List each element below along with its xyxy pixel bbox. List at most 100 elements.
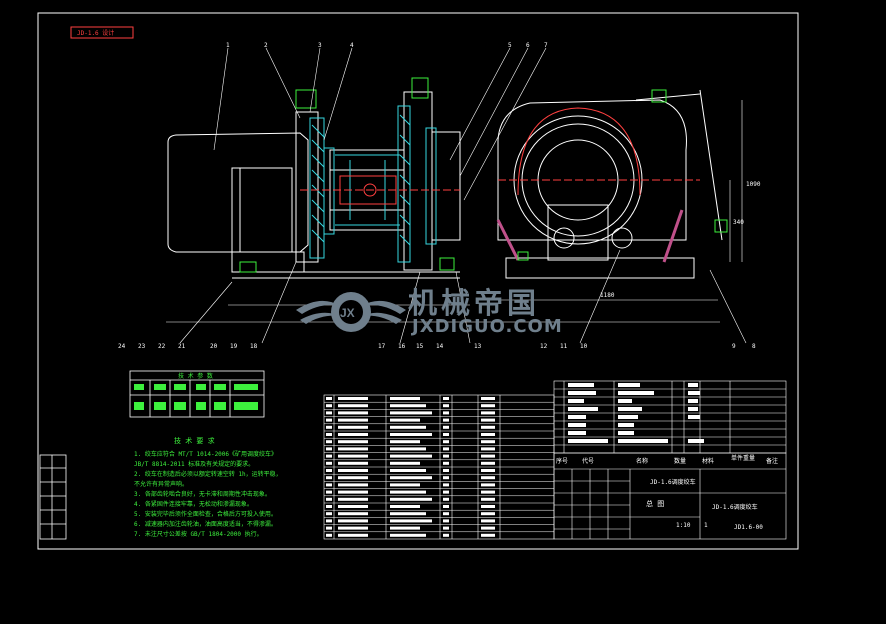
parts-cell-text xyxy=(443,490,449,494)
tech-param-table xyxy=(129,370,265,418)
tech-req-line: 1. 绞车应符合 MT/T 1014-2006《矿用调度绞车》 xyxy=(134,450,277,458)
balloon-23: 23 xyxy=(138,343,146,350)
parts-cell-text xyxy=(481,526,495,530)
balloons-top: 1 2 3 4 5 6 7 xyxy=(226,42,548,49)
parts-cell-text xyxy=(390,397,420,400)
parts-cell-text xyxy=(326,483,332,487)
parts-cell-text xyxy=(481,397,495,400)
watermark-cn: 机械帝国 xyxy=(408,286,541,320)
tech-req-line: 3. 各部齿轮啮合良好，无卡滞和周期性冲击现象。 xyxy=(134,490,271,498)
parts-cell-text xyxy=(390,512,426,516)
side-view-green xyxy=(517,89,728,261)
parts-cell-text xyxy=(443,519,449,523)
parts-list-right-text xyxy=(568,383,704,443)
parts-cell-text xyxy=(481,505,495,508)
balloon-3: 3 xyxy=(318,42,322,49)
parts-cell-text xyxy=(443,425,449,429)
parts-cell-text xyxy=(443,447,449,451)
parts-cell-text xyxy=(443,461,449,465)
parts-cell-text xyxy=(443,454,449,458)
parts-cell-text xyxy=(481,512,495,516)
tb-scale: 1:10 xyxy=(676,522,691,529)
parts-cell-text xyxy=(390,411,432,415)
parts-cell-text xyxy=(390,447,426,451)
balloon-7: 7 xyxy=(544,42,548,49)
parts-cell-text xyxy=(338,454,368,458)
balloon-14: 14 xyxy=(436,343,444,350)
parts-cell-text xyxy=(390,418,420,422)
parts-cell-text xyxy=(338,490,368,494)
title-block xyxy=(553,452,787,540)
parts-cell-text xyxy=(481,425,495,429)
parts-cell-text xyxy=(481,483,495,487)
parts-cell-text xyxy=(443,404,449,408)
parts-cell-text xyxy=(481,476,495,480)
parts-cell-text xyxy=(326,433,332,436)
tb-h-name: 名称 xyxy=(636,457,648,465)
parts-cell-text xyxy=(443,512,449,516)
parts-cell-text xyxy=(326,447,332,451)
parts-cell-text xyxy=(338,397,368,400)
parts-cell-text xyxy=(338,447,368,451)
tech-req-line: JB/T 8814-2011 标准及有关规定的要求。 xyxy=(134,460,254,468)
parts-cell-text xyxy=(338,469,368,472)
balloon-22: 22 xyxy=(158,343,166,350)
dimension-lines xyxy=(166,100,743,323)
parts-cell-text xyxy=(390,404,426,408)
balloon-1: 1 xyxy=(226,42,230,49)
parts-cell-text xyxy=(390,533,426,537)
parts-cell-text xyxy=(326,454,332,458)
parts-cell-text xyxy=(481,411,495,415)
parts-cell-text xyxy=(481,440,495,444)
parts-cell-text xyxy=(481,497,495,501)
parts-cell-text xyxy=(390,490,426,494)
drawing-tag-box xyxy=(70,26,134,39)
parts-cell-text xyxy=(338,526,368,530)
parts-cell-text xyxy=(390,483,420,487)
parts-cell-text xyxy=(481,490,495,494)
parts-cell-text xyxy=(326,497,332,501)
dim-center: 340 xyxy=(733,219,744,226)
tb-product: JD-1.6调度绞车 xyxy=(650,478,696,486)
parts-cell-text xyxy=(326,476,332,480)
parts-cell-text xyxy=(481,519,495,523)
parts-cell-text xyxy=(326,505,332,508)
balloon-12: 12 xyxy=(540,343,548,350)
parts-cell-text xyxy=(443,433,449,436)
parts-cell-text xyxy=(326,526,332,530)
parts-cell-text xyxy=(326,469,332,472)
outer-frame xyxy=(37,12,799,550)
tb-sheet: 1 xyxy=(704,522,708,529)
tech-req-lines: 1. 绞车应符合 MT/T 1014-2006《矿用调度绞车》 JB/T 881… xyxy=(134,450,282,538)
tb-h-remark: 备注 xyxy=(766,457,778,465)
tb-h-weight: 单件重量 xyxy=(731,454,755,462)
balloon-4: 4 xyxy=(350,42,354,49)
parts-cell-text xyxy=(338,483,368,487)
balloon-13: 13 xyxy=(474,343,482,350)
balloon-20: 20 xyxy=(210,343,218,350)
svg-text:JX: JX xyxy=(340,306,355,320)
parts-cell-text xyxy=(326,512,332,516)
drawing-tag: JD-1.6 设计 xyxy=(77,29,114,37)
parts-cell-text xyxy=(443,497,449,501)
balloon-15: 15 xyxy=(416,343,424,350)
balloon-10: 10 xyxy=(580,343,588,350)
parts-cell-text xyxy=(390,519,432,523)
parts-cell-text xyxy=(326,490,332,494)
parts-cell-text xyxy=(443,505,449,508)
parts-cell-text xyxy=(338,533,368,537)
margin-stamp xyxy=(39,454,67,540)
red-gear-details xyxy=(300,175,460,205)
tb-h-material: 材料 xyxy=(702,457,714,465)
parts-cell-text xyxy=(443,469,449,472)
tech-req-line: 6. 减速器内加注齿轮油，油面高度适当，不得渗漏。 xyxy=(134,520,277,528)
tb-h-code: 代号 xyxy=(582,457,594,465)
parts-cell-text xyxy=(481,447,495,451)
watermark-logo: JX 机械帝国 JXDIGUO.COM xyxy=(296,280,596,344)
parts-cell-text xyxy=(326,411,332,415)
parts-cell-text xyxy=(481,461,495,465)
parts-cell-text xyxy=(390,476,432,480)
parts-cell-text xyxy=(481,418,495,422)
tech-req-line: 4. 各紧固件连接牢靠，无松动和渗漏现象。 xyxy=(134,500,253,508)
